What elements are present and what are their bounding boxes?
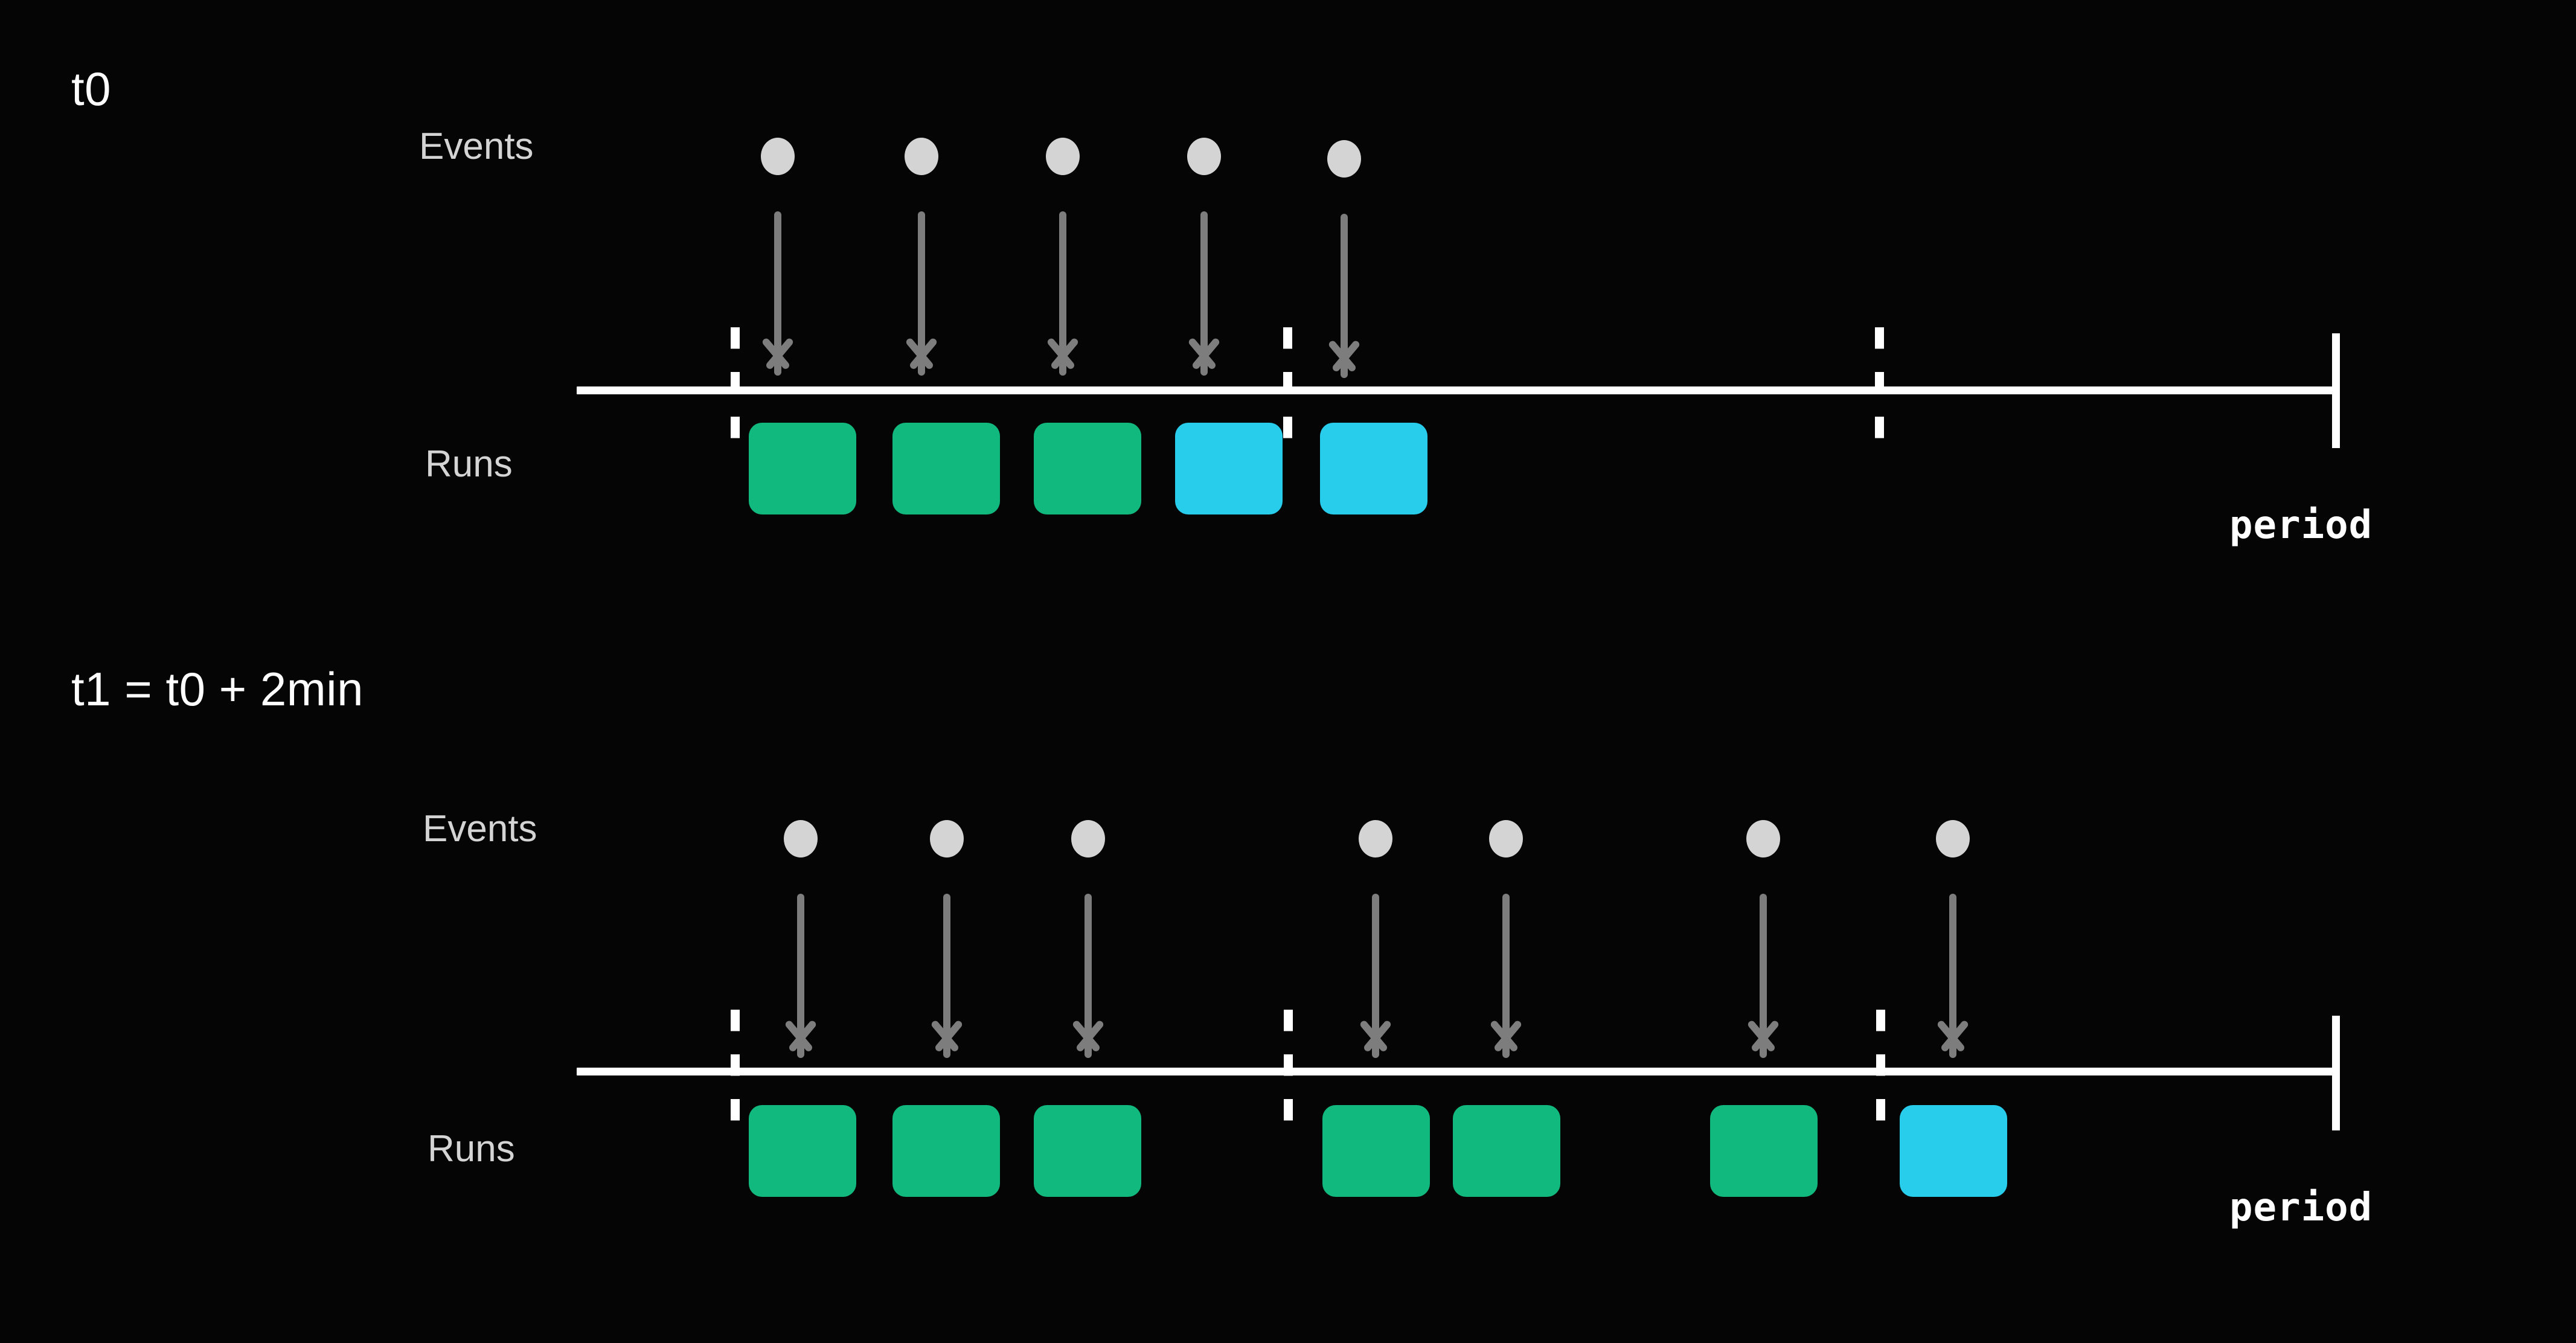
run-box [1322, 1105, 1430, 1197]
run-box [892, 1105, 1000, 1197]
event-dot [1327, 140, 1361, 178]
panel-t0-period-label: period [2229, 503, 2373, 548]
panel-t1-events-label: Events [423, 808, 537, 850]
event-dot [1746, 820, 1780, 857]
run-box [1175, 423, 1283, 514]
run-box [1034, 423, 1141, 514]
run-box [1710, 1105, 1818, 1197]
run-box [749, 1105, 856, 1197]
timeline-axis [577, 1068, 2340, 1075]
run-box [1320, 423, 1427, 514]
event-dot [930, 820, 964, 857]
panel-t0-title: t0 [71, 62, 112, 115]
event-dot [784, 820, 818, 857]
event-dot [1489, 820, 1523, 857]
run-box [1900, 1105, 2007, 1197]
event-dot [1187, 138, 1221, 175]
run-box [1034, 1105, 1141, 1197]
panel-t0-runs-label: Runs [425, 443, 513, 485]
run-box [1453, 1105, 1560, 1197]
event-dot [1071, 820, 1105, 857]
period-end-tick [2332, 333, 2340, 448]
panel-t1-title: t1 = t0 + 2min [71, 662, 364, 716]
panel-t1-runs-label: Runs [428, 1128, 515, 1170]
panel-t0: t0 Events Runs period [0, 0, 2576, 604]
event-dot [1046, 138, 1080, 175]
event-dot [761, 138, 795, 175]
period-end-tick [2332, 1016, 2340, 1130]
panel-t0-events-label: Events [419, 126, 534, 167]
event-dot [1359, 820, 1392, 857]
run-box [892, 423, 1000, 514]
run-box [749, 423, 856, 514]
panel-t1: t1 = t0 + 2min Events Runs period [0, 604, 2576, 1343]
panel-t1-period-label: period [2229, 1185, 2373, 1230]
event-dot [905, 138, 938, 175]
event-dot [1936, 820, 1970, 857]
timeline-axis [577, 386, 2340, 394]
